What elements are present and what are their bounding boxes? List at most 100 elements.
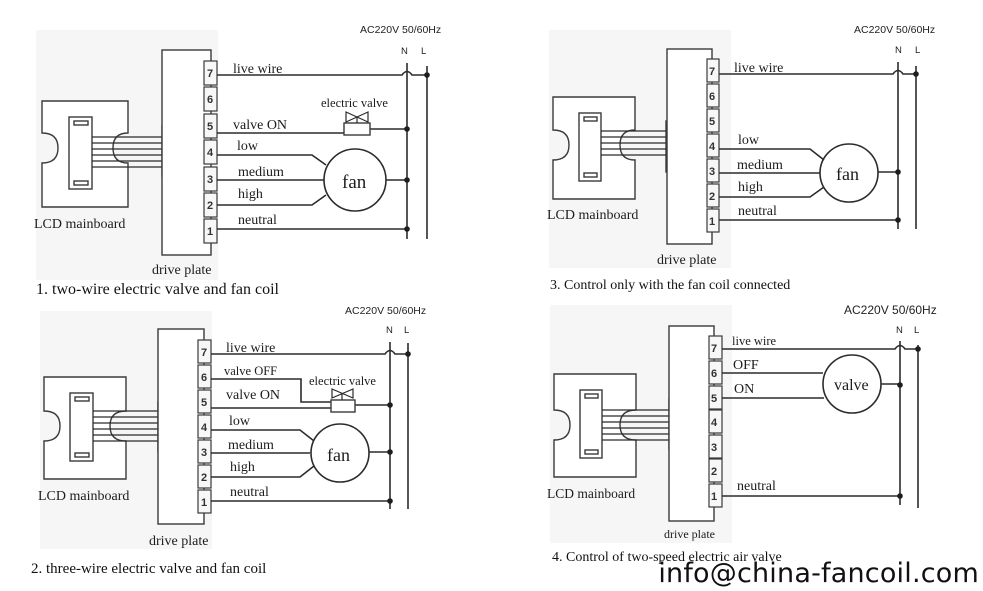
wire-label-valve-on: valve ON [226, 388, 280, 403]
wire-label-off: OFF [733, 358, 759, 373]
diagram-4-caption: 4. Control of two-speed electric air val… [552, 550, 782, 565]
electric-valve-icon [343, 111, 371, 136]
junction-dot [895, 169, 901, 175]
terminal-pin [197, 364, 212, 389]
electric-valve-label: electric valve [309, 374, 376, 388]
terminal-pin-number: 3 [709, 166, 715, 178]
terminal-pin-number: 2 [709, 191, 715, 203]
terminal-block: 7 6 5 4 3 2 1 [203, 60, 218, 244]
terminal-pin-number: 1 [709, 216, 715, 228]
terminal-pin-number: 5 [709, 116, 715, 128]
wire-low [217, 154, 327, 166]
power-supply-label: AC220V 50/60Hz [854, 24, 935, 36]
live-terminal-label: L [404, 325, 409, 336]
fan-label: fan [342, 172, 367, 193]
terminal-pin-number: 3 [711, 442, 717, 454]
drive-plate [157, 328, 205, 525]
drive-plate-label: drive plate [152, 263, 211, 278]
diagram-1-two-wire-valve-fan: AC220V 50/60Hz N L LCD mainboard drive p… [34, 24, 441, 298]
terminal-pin-number: 5 [201, 397, 207, 409]
contact-email-watermark: info@china-fancoil.com [658, 558, 979, 589]
fan-motor-icon [819, 143, 879, 203]
terminal-pin-number: 6 [709, 91, 715, 103]
wire-live [722, 344, 918, 350]
live-terminal-label: L [915, 45, 920, 56]
terminal-pin-number: 4 [207, 147, 214, 159]
terminal-pin [203, 166, 218, 192]
junction-dot [404, 226, 410, 232]
terminal-pin-number: 7 [711, 343, 717, 355]
terminal-pin [706, 158, 720, 183]
terminal-pin-number: 6 [207, 94, 213, 106]
junction-dot [897, 493, 903, 499]
fan-motor-icon [310, 423, 370, 483]
lcd-mainboard-label: LCD mainboard [547, 486, 635, 501]
terminal-block: 7 6 5 4 3 2 1 [197, 339, 212, 514]
diagram-3-fan-coil-only: AC220V 50/60Hz N L LCD mainboard drive p… [547, 24, 935, 293]
junction-dot [895, 217, 901, 223]
diagram-2-caption: 2. three-wire electric valve and fan coi… [31, 561, 266, 577]
terminal-pin [197, 389, 212, 414]
terminal-pin [203, 60, 218, 86]
terminal-pin-number: 4 [201, 422, 208, 434]
diagram-3-caption: 3. Control only with the fan coil connec… [550, 278, 790, 293]
power-supply-label: AC220V 50/60Hz [360, 24, 441, 36]
junction-dot [424, 72, 430, 78]
live-terminal-label: L [914, 325, 919, 336]
terminal-pin [197, 339, 212, 364]
junction-dot [387, 498, 393, 504]
terminal-pin-number: 2 [711, 466, 717, 478]
drive-plate-label: drive plate [657, 253, 716, 268]
wire-label-neutral: neutral [738, 204, 777, 219]
wire-label-high: high [738, 180, 763, 195]
fan-label: fan [327, 445, 350, 465]
terminal-pin-number: 6 [201, 372, 207, 384]
diagram-1-caption: 1. two-wire electric valve and fan coil [36, 281, 280, 298]
wire-valve-on [217, 128, 407, 134]
wire-valve-off [211, 378, 331, 403]
terminal-pin-number: 1 [201, 497, 207, 509]
neutral-terminal-label: N [895, 45, 902, 56]
neutral-terminal-label: N [386, 325, 393, 336]
wire-live [719, 69, 916, 75]
junction-dot [913, 71, 919, 77]
power-supply-label: AC220V 50/60Hz [844, 303, 937, 317]
terminal-pin [708, 335, 723, 360]
wire-live [217, 70, 427, 76]
wire-valve-on [211, 404, 390, 409]
neutral-terminal-label: N [401, 46, 408, 57]
junction-dot [387, 402, 393, 408]
wire-label-live: live wire [734, 61, 783, 76]
terminal-pin [706, 183, 720, 208]
drive-plate-label: drive plate [149, 534, 208, 549]
wire-high [217, 194, 327, 206]
junction-dot [405, 351, 411, 357]
wire-label-neutral: neutral [230, 485, 269, 500]
terminal-pin-number: 7 [709, 66, 715, 78]
wire-label-live: live wire [732, 334, 777, 348]
wire-label-neutral: neutral [238, 213, 277, 228]
terminal-pin [706, 133, 720, 158]
junction-dot [387, 449, 393, 455]
lcd-mainboard-label: LCD mainboard [38, 489, 129, 504]
junction-dot [404, 126, 410, 132]
junction-dot [897, 382, 903, 388]
wire-label-neutral: neutral [737, 479, 776, 494]
wire-label-medium: medium [238, 165, 284, 180]
wire-label-low: low [738, 133, 760, 148]
terminal-pin-number: 6 [711, 368, 717, 380]
wire-live [211, 349, 408, 355]
wire-label-high: high [238, 187, 263, 202]
wire-label-low: low [237, 139, 259, 154]
terminal-pin-number: 1 [207, 226, 213, 238]
wire-label-valve-on: valve ON [233, 118, 287, 133]
valve-label: valve [834, 377, 869, 394]
terminal-pin [197, 414, 212, 439]
terminal-pin [706, 58, 720, 83]
terminal-pin [203, 113, 218, 139]
terminal-pin-number: 2 [207, 200, 213, 212]
terminal-pin [203, 86, 218, 112]
terminal-pin-number: 2 [201, 472, 207, 484]
drive-plate-label: drive plate [664, 527, 715, 541]
terminal-block: 7 6 5 4 3 2 1 [708, 335, 723, 508]
